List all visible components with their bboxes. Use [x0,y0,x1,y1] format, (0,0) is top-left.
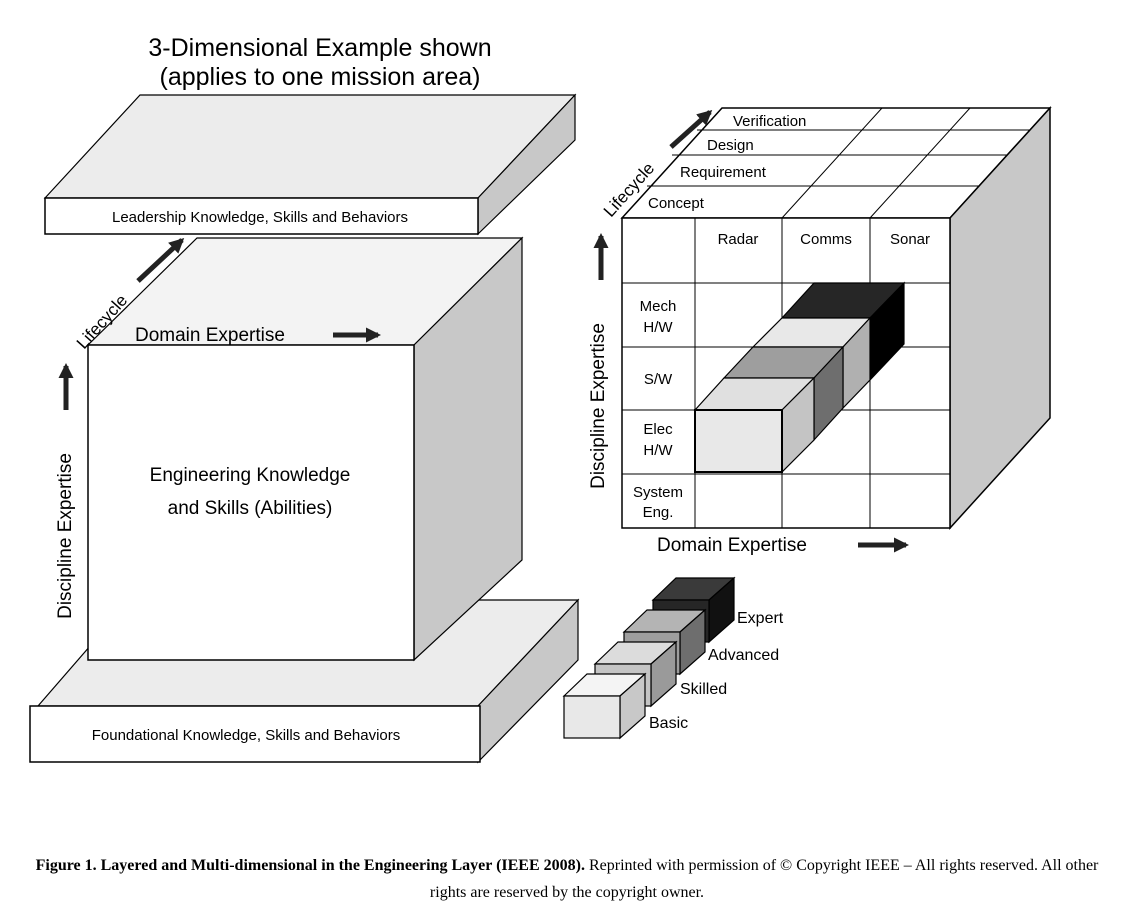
matrix-cube-body [620,106,1052,530]
phase-design: Design [707,137,754,154]
caption-rest: Reprinted with permission of © Copyright… [429,857,1099,901]
legend-label-advanced: Advanced [708,647,779,664]
engineering-label-line1: Engineering Knowledge [150,465,351,486]
diagram-title-line2: (applies to one mission area) [160,63,481,91]
engineering-label-line2: and Skills (Abilities) [168,498,333,519]
discipline-mech-line2: H/W [643,319,673,336]
legend-cube-basic [562,672,647,740]
diagram-title-line1: 3-Dimensional Example shown [148,34,491,62]
leadership-slab [43,93,577,236]
right-lifecycle-arrow [669,109,713,149]
right-domain-label: Domain Expertise [657,535,807,556]
skill-block-basic [694,409,783,473]
discipline-system-line1: System [633,484,683,501]
domain-radar: Radar [718,231,759,248]
caption-bold: Figure 1. Layered and Multi-dimensional … [35,857,585,874]
leadership-label: Leadership Knowledge, Skills and Behavio… [112,209,408,226]
left-discipline-label: Discipline Expertise [55,453,76,619]
legend-label-skilled: Skilled [680,681,727,698]
discipline-sw-line1: S/W [644,371,673,388]
left-lifecycle-arrow [136,237,185,283]
discipline-mech-line1: Mech [640,298,677,315]
discipline-elec-line1: Elec [643,421,673,438]
engineering-cube [86,236,524,662]
engineering-layer-diagram: 3-Dimensional Example shown (applies to … [29,34,1052,764]
skill-block-skilled-front [693,376,816,474]
phase-verification: Verification [733,113,806,130]
discipline-elec-line2: H/W [643,442,673,459]
legend-label-basic: Basic [649,715,688,732]
discipline-system-line2: Eng. [643,504,674,521]
left-domain-label: Domain Expertise [135,325,285,346]
domain-comms: Comms [800,231,852,248]
foundational-label: Foundational Knowledge, Skills and Behav… [92,727,401,744]
legend-label-expert: Expert [737,610,784,627]
right-discipline-label: Discipline Expertise [588,323,609,489]
skill-block-skilled [751,316,872,410]
figure-caption: Figure 1. Layered and Multi-dimensional … [20,852,1114,906]
domain-sonar: Sonar [890,231,930,248]
phase-concept: Concept [648,195,705,212]
phase-requirement: Requirement [680,164,767,181]
